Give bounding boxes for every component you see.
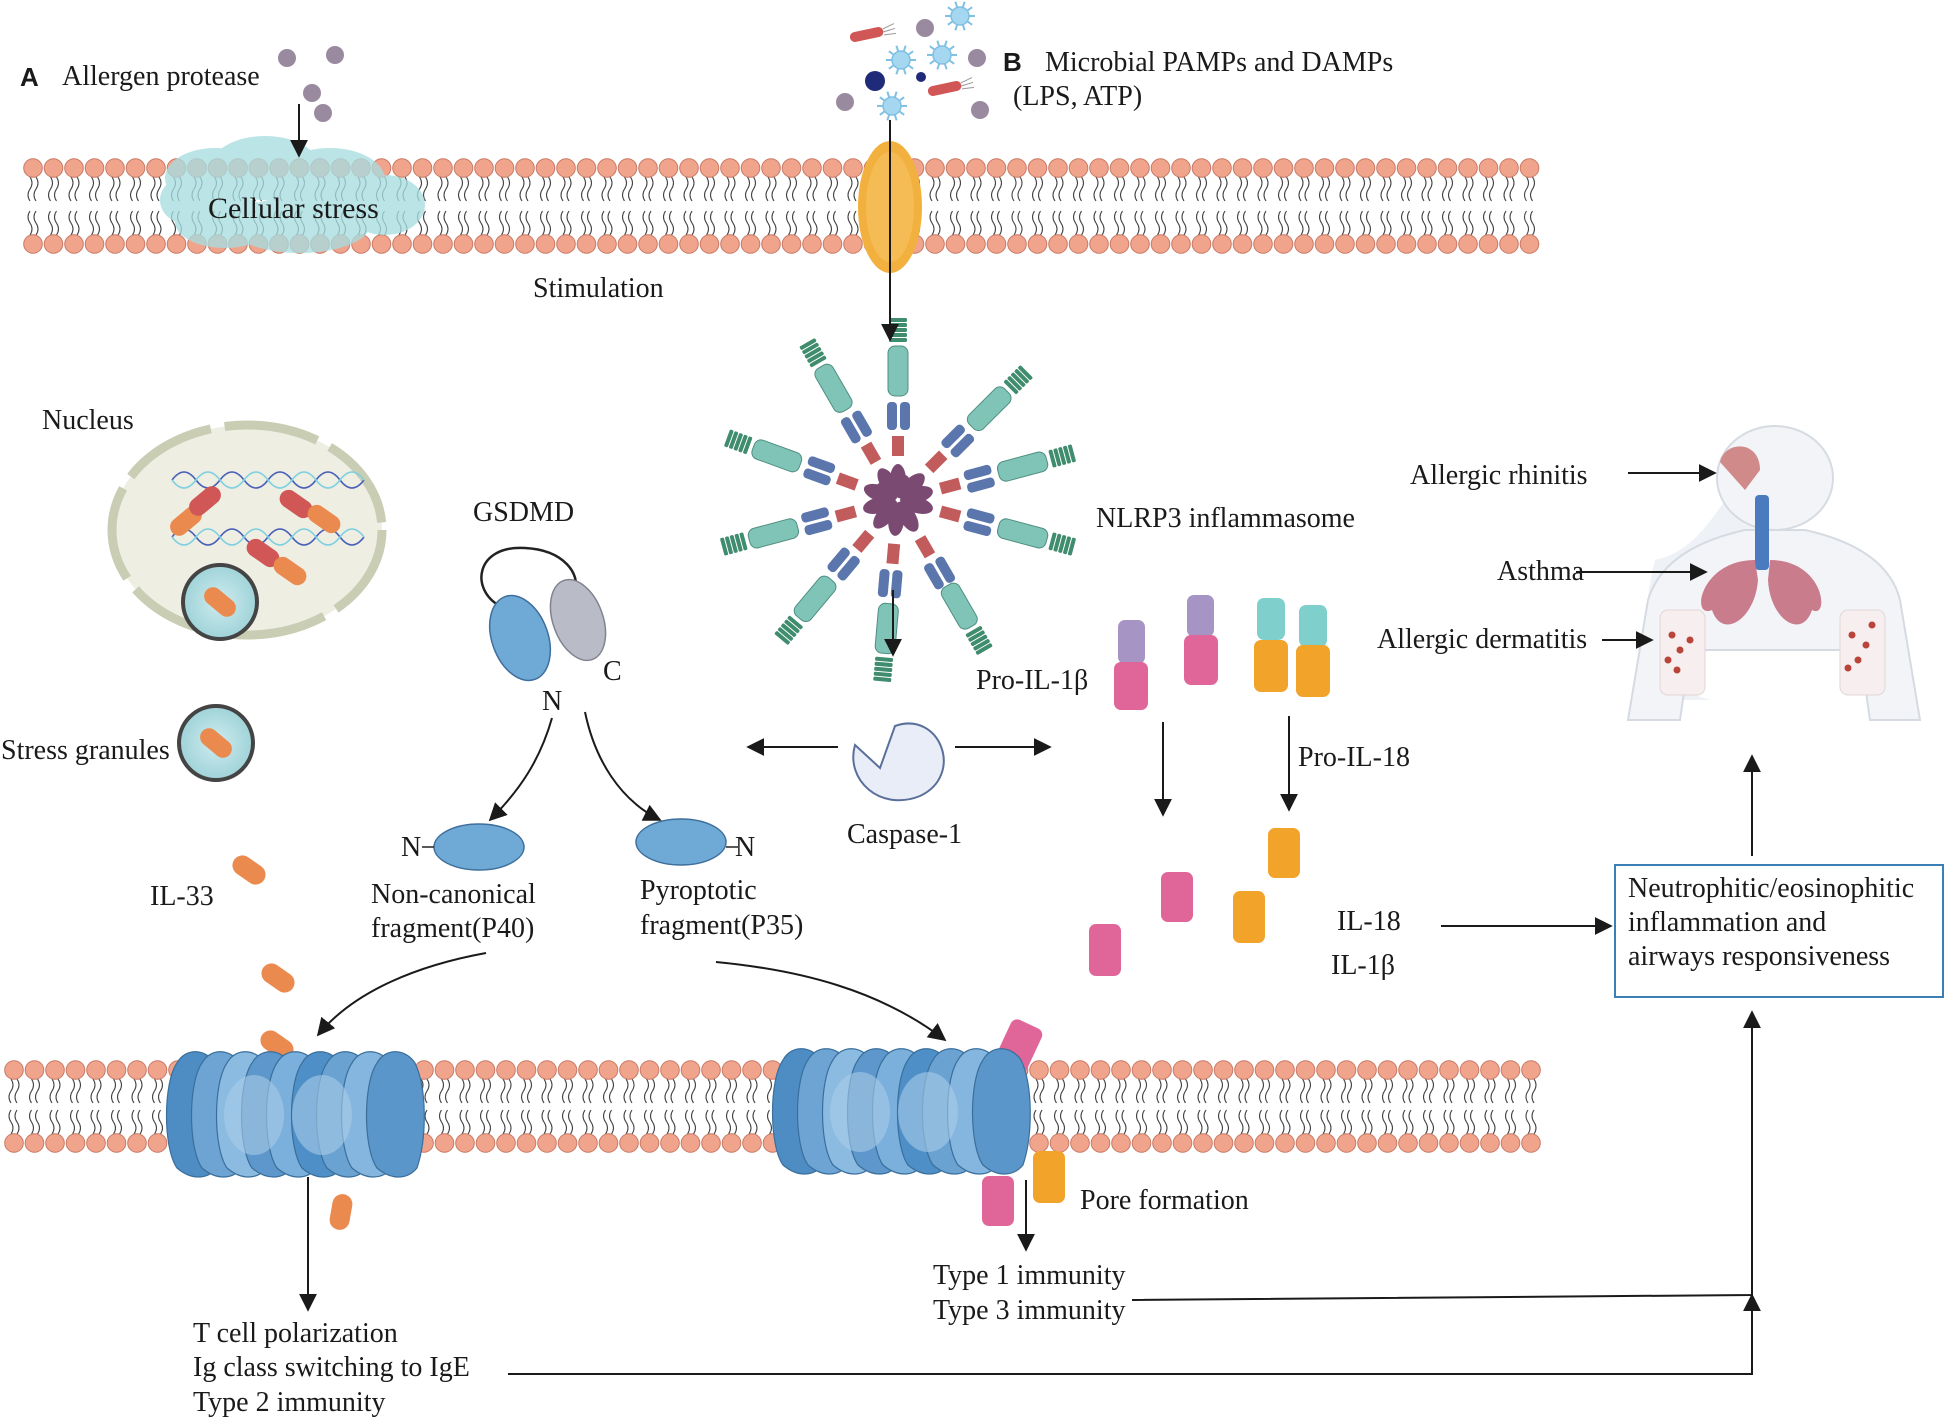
il1b-label: IL-1β: [1331, 950, 1395, 981]
pamp-particles: [836, 1, 989, 121]
granule-il33: [204, 587, 236, 617]
allergic-dermatitis-label: Allergic dermatitis: [1377, 624, 1588, 655]
pro-il18-prodomain: [1257, 598, 1285, 640]
allergic-rhinitis-label: Allergic rhinitis: [1410, 460, 1588, 491]
right-lung: [1768, 560, 1822, 625]
il33-molecules: [232, 855, 353, 1230]
pore-formation-label: Pore formation: [1080, 1185, 1249, 1216]
nuclear-il33: [307, 504, 341, 534]
pro-il1b-mature: [1114, 662, 1148, 710]
trachea: [1755, 495, 1769, 570]
outcome-line3: airways responsiveness: [1628, 941, 1891, 972]
lps-atp-label: (LPS, ATP): [1013, 81, 1143, 112]
pro-il1b-label: Pro-IL-1β: [976, 665, 1089, 696]
allergen-particles: [278, 46, 344, 122]
gsdmd-c-label: C: [603, 656, 622, 687]
stress-granules-label: Stress granules: [1, 735, 170, 766]
pro-il18-prodomain: [1299, 605, 1327, 647]
noncanonical-fragment-line2: fragment(P40): [371, 913, 535, 944]
outcome-box: Neutrophitic/eosinophitic inflammation a…: [1614, 864, 1944, 998]
il18-mature: [1233, 891, 1265, 943]
type3-immunity-label: Type 3 immunity: [933, 1295, 1126, 1326]
nucleus-label: Nucleus: [42, 405, 134, 436]
stress-granule: [177, 704, 255, 782]
noncanonical-fragment-line1: Non-canonical: [371, 879, 536, 910]
outcome-line1: Neutrophitic/eosinophitic: [1628, 873, 1915, 904]
gsdmd-n-label: N: [542, 686, 563, 717]
pro-il18-mature: [1296, 645, 1330, 697]
gsdmd-protein: [480, 546, 607, 682]
cellular-stress-cloud: [160, 136, 425, 253]
gsdmd-pore-noncanonical: [165, 1051, 425, 1178]
ig-class-switching-label: Ig class switching to IgE: [193, 1352, 470, 1383]
caspase1-enzyme: [852, 722, 945, 802]
stimulation-label: Stimulation: [533, 273, 664, 304]
arrow-pyroptotic-to-pore: [715, 961, 947, 1042]
pamps-damps-label: Microbial PAMPs and DAMPs: [1045, 47, 1394, 78]
noncanonical-fragment: [433, 823, 525, 871]
nuclear-il33: [273, 556, 307, 586]
gsdmd-pore-pyroptotic: [771, 1048, 1031, 1175]
type2-immunity-label: Type 2 immunity: [193, 1387, 386, 1418]
gsdmd-n-domain: [488, 594, 552, 682]
pyroptotic-n-label: N: [735, 832, 756, 863]
pro-il18-mature: [1254, 640, 1288, 692]
nlrp3-inflammasome: [720, 318, 1076, 682]
pyroptotic-fragment: [635, 818, 727, 866]
pyroptotic-fragment-line2: fragment(P35): [640, 910, 804, 941]
allergen-protease-label: Allergen protease: [62, 61, 260, 92]
pro-il1b-prodomain: [1118, 620, 1145, 664]
arrow-gsdmd-to-pyroptotic: [584, 711, 662, 821]
diagram-arrows: [290, 104, 1761, 1375]
il18-label: IL-18: [1337, 906, 1401, 937]
arrow-type2-to-outcome: [508, 1293, 1761, 1375]
left-lung: [1701, 560, 1758, 625]
cellular-stress-label: Cellular stress: [208, 192, 379, 225]
gsdmd-label: GSDMD: [473, 497, 575, 528]
panel-a-letter: A: [20, 62, 39, 92]
released-il1b: [982, 1176, 1014, 1226]
il1b-mature: [1089, 924, 1121, 976]
il33-label: IL-33: [150, 881, 214, 912]
noncanonical-n-label: N: [401, 832, 422, 863]
arrow-noncanonical-to-pore: [316, 952, 487, 1037]
arrow-type13-to-outcome: [1131, 1010, 1761, 1301]
caspase1-label: Caspase-1: [847, 819, 963, 850]
pro-il1b-prodomain: [1187, 595, 1214, 637]
pro-il1b-mature: [1184, 635, 1218, 685]
t-cell-polarization-label: T cell polarization: [193, 1318, 398, 1349]
nucleus: [107, 420, 387, 641]
type1-immunity-label: Type 1 immunity: [933, 1260, 1126, 1291]
panel-b-letter: B: [1003, 47, 1022, 77]
asthma-label: Asthma: [1497, 556, 1585, 587]
il18-mature: [1268, 828, 1300, 878]
released-il18: [1033, 1151, 1065, 1203]
arrow-gsdmd-to-noncanonical: [488, 717, 553, 822]
gsdmd-c-domain: [549, 578, 607, 662]
pyroptotic-fragment-line1: Pyroptotic: [640, 875, 757, 906]
pro-il18-label: Pro-IL-18: [1298, 742, 1410, 773]
nasal-cavity: [1720, 446, 1760, 490]
diagram-figures: [107, 1, 1922, 1230]
il1b-mature: [1161, 872, 1193, 922]
outcome-line2: inflammation and: [1628, 907, 1827, 938]
nlrp3-label: NLRP3 inflammasome: [1096, 503, 1355, 534]
